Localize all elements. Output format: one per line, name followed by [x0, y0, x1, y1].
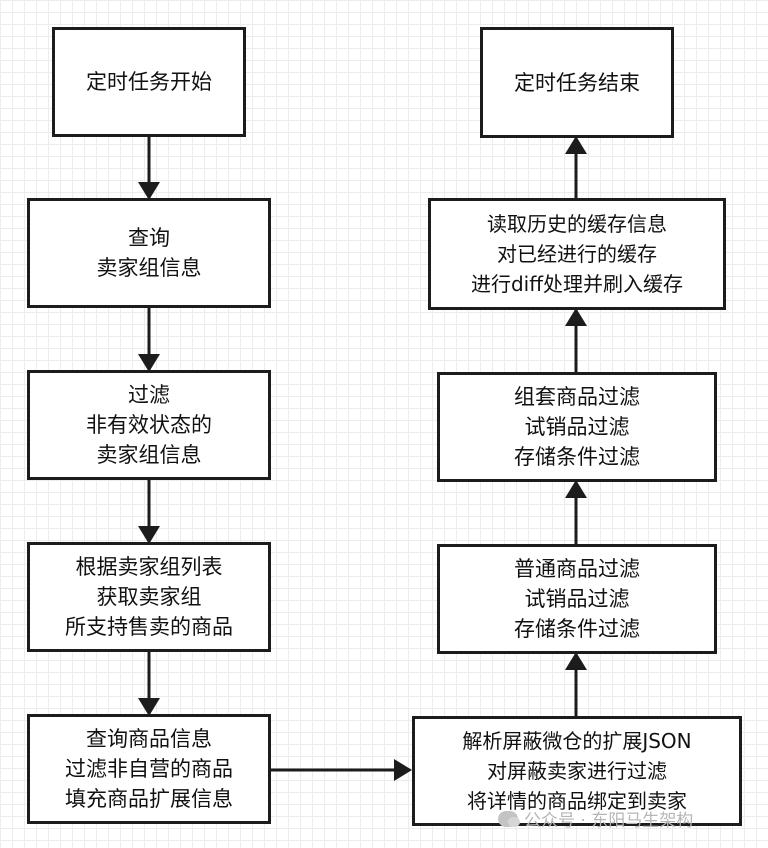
watermark: 公众号 · 东阳马生架构 [498, 806, 693, 831]
node-cache-diff-line-2: 对已经进行的缓存 [497, 242, 657, 266]
node-combo-filter-line-1: 组套商品过滤 [514, 385, 640, 409]
node-query-groups: 查询 卖家组信息 [27, 198, 271, 308]
node-combo-filter-line-2: 试销品过滤 [524, 415, 630, 439]
watermark-text: 公众号 · 东阳马生架构 [524, 811, 694, 831]
node-start: 定时任务开始 [52, 27, 246, 137]
node-fetch-products-line-1: 根据卖家组列表 [75, 555, 223, 579]
node-normal-filter: 普通商品过滤 试销品过滤 存储条件过滤 [437, 544, 717, 654]
node-filter-invalid: 过滤 非有效状态的 卖家组信息 [27, 370, 271, 480]
node-parse-shield: 解析屏蔽微仓的扩展JSON 对屏蔽卖家进行过滤 将详情的商品绑定到卖家 [412, 716, 742, 826]
node-query-products: 查询商品信息 过滤非自营的商品 填充商品扩展信息 [27, 714, 271, 824]
node-filter-invalid-line-2: 非有效状态的 [86, 413, 212, 437]
node-end-line-1: 定时任务结束 [514, 70, 640, 95]
node-cache-diff-line-1: 读取历史的缓存信息 [487, 212, 667, 236]
node-cache-diff: 读取历史的缓存信息 对已经进行的缓存 进行diff处理并刷入缓存 [428, 198, 726, 310]
wechat-icon [498, 810, 520, 827]
node-normal-filter-line-2: 试销品过滤 [524, 587, 630, 611]
node-normal-filter-line-3: 存储条件过滤 [514, 617, 640, 641]
node-fetch-products: 根据卖家组列表 获取卖家组 所支持售卖的商品 [27, 542, 271, 652]
node-normal-filter-line-1: 普通商品过滤 [514, 557, 640, 581]
node-start-line-1: 定时任务开始 [86, 70, 212, 94]
node-filter-invalid-line-1: 过滤 [128, 383, 170, 407]
node-filter-invalid-line-3: 卖家组信息 [96, 443, 202, 467]
node-combo-filter: 组套商品过滤 试销品过滤 存储条件过滤 [437, 372, 717, 482]
node-parse-shield-line-1: 解析屏蔽微仓的扩展JSON [462, 729, 692, 753]
node-parse-shield-line-2: 对屏蔽卖家进行过滤 [487, 759, 667, 783]
node-end: 定时任务结束 [480, 27, 674, 138]
node-combo-filter-line-3: 存储条件过滤 [514, 445, 640, 469]
node-fetch-products-line-2: 获取卖家组 [96, 585, 202, 609]
node-query-groups-line-2: 卖家组信息 [96, 256, 202, 280]
node-query-groups-line-1: 查询 [128, 226, 170, 250]
node-fetch-products-line-3: 所支持售卖的商品 [65, 615, 233, 639]
node-parse-shield-line-3: 将详情的商品绑定到卖家 [467, 789, 687, 813]
node-query-products-line-3: 填充商品扩展信息 [65, 787, 233, 811]
node-query-products-line-1: 查询商品信息 [86, 727, 212, 751]
node-cache-diff-line-3: 进行diff处理并刷入缓存 [470, 272, 684, 296]
node-query-products-line-2: 过滤非自营的商品 [65, 757, 233, 781]
